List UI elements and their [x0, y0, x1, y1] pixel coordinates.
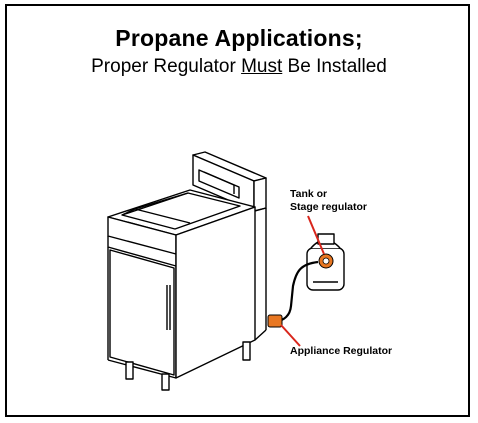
tank-regulator-label: Tank or Stage regulator — [290, 188, 367, 214]
fryer-side — [175, 206, 267, 379]
tank-label-line2: Stage regulator — [290, 201, 368, 213]
fryer-top — [107, 189, 256, 236]
fryer-flue — [192, 151, 267, 212]
gas-hose — [275, 260, 319, 324]
diagram-title: Propane Applications; — [115, 25, 363, 51]
fryer-legs — [125, 341, 251, 391]
propane-tank — [306, 233, 345, 291]
subtitle-text-after: Be Installed — [282, 56, 387, 77]
tank-regulator — [318, 253, 334, 269]
fryer-front — [107, 216, 177, 379]
appliance-regulator-label: Appliance Regulator — [290, 345, 393, 357]
tank-pointer-line — [307, 215, 325, 255]
tank-label-line1: Tank or — [290, 188, 328, 200]
appliance-regulator — [267, 314, 283, 328]
subtitle-text-before: Proper Regulator — [91, 56, 242, 77]
subtitle-emphasis: Must — [241, 56, 283, 77]
appliance-pointer-line — [280, 324, 301, 347]
diagram-subtitle: Proper Regulator Must Be Installed — [0, 56, 478, 78]
